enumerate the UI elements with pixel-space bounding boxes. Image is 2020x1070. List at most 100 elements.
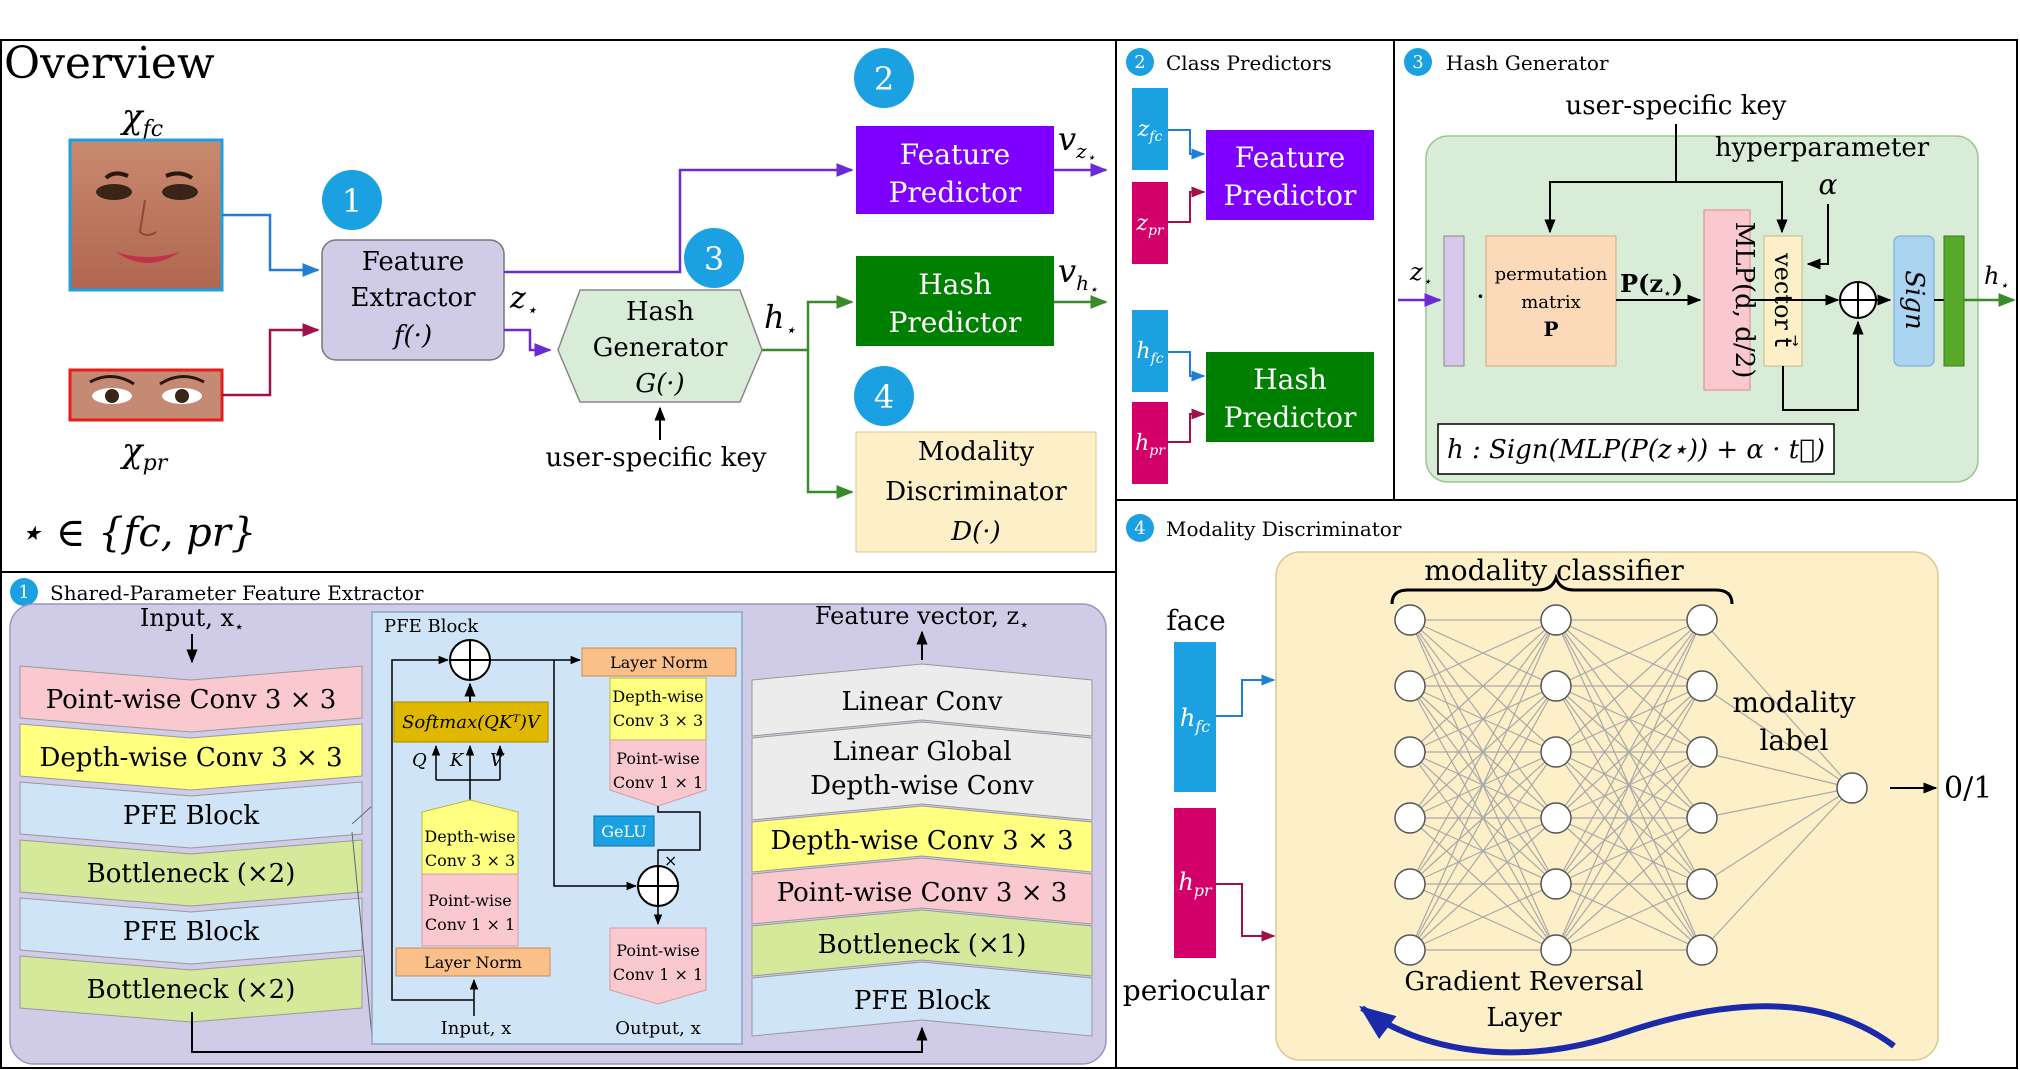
nn-node <box>1540 868 1572 900</box>
badge-1-text: 1 <box>342 182 362 220</box>
pfe-ln-box <box>395 947 551 977</box>
chi-pr-label: χpr <box>120 431 169 476</box>
mlp-box <box>1703 209 1751 391</box>
v-z-label: vz⋆ <box>1058 120 1096 166</box>
badge-3 <box>684 228 744 288</box>
pfe-skip-bottom <box>553 660 638 891</box>
overview-panel: Overview χfc χpr 1 Feature <box>4 38 1108 556</box>
right-block <box>751 663 1093 737</box>
perm-line1: permutation <box>1495 264 1608 285</box>
softmax-box <box>393 701 549 743</box>
pfe-output-x: Output, x <box>615 1018 701 1039</box>
nn-node <box>1394 868 1426 900</box>
right-block <box>751 721 1093 821</box>
gelu-box <box>593 815 655 847</box>
nn-node <box>1394 604 1426 636</box>
fp-line1: Feature <box>900 138 1010 171</box>
z-to-hashgen-arrow <box>504 328 552 357</box>
outer-frame <box>0 39 2018 1069</box>
md-periocular-label: periocular <box>1123 974 1270 1007</box>
hg-badge <box>1404 48 1432 76</box>
md-badge-text: 4 <box>1134 518 1145 539</box>
nn-output-node <box>1836 772 1868 804</box>
left-block-label: PFE Block <box>123 917 259 947</box>
pfe-skip-top <box>391 655 475 1016</box>
md-line1: Modality <box>918 437 1034 467</box>
nn-edge <box>1409 619 1557 885</box>
grl-line1: Gradient Reversal <box>1404 967 1643 997</box>
vector-to-plus-arrow <box>1782 320 1864 411</box>
md-line3: D(·) <box>950 517 1000 547</box>
right-block <box>751 909 1093 977</box>
md-hpr-arrow <box>1216 883 1276 942</box>
ex-input-label: Input, x⋆ <box>140 604 244 636</box>
gelu-path <box>653 806 701 880</box>
nn-edge <box>1555 883 1703 951</box>
nn-edge <box>1555 619 1703 885</box>
hfc-arrow <box>1168 351 1206 382</box>
hash-predictor-box <box>856 256 1054 346</box>
softmax-text: Softmax(QKᵀ)V <box>402 712 542 733</box>
z-fc-bar <box>1132 88 1168 170</box>
gelu-text: GeLU <box>601 822 646 841</box>
right-block <box>751 857 1093 925</box>
nn-edge <box>1409 817 1557 951</box>
q-label: Q <box>412 750 427 771</box>
overview-title: Overview <box>4 38 215 89</box>
nn-edge <box>1701 787 1853 885</box>
nn-edge <box>1409 619 1557 753</box>
h-fc-text: hfc <box>1136 339 1163 367</box>
nn-edge <box>1701 787 1853 819</box>
pfe-pw-r-box <box>609 739 707 807</box>
zoom-line-2 <box>351 831 373 1037</box>
left-stack: Point-wise Conv 3 × 3 Depth-wise Conv 3 ×… <box>19 665 363 1023</box>
key-to-vector-arrow <box>1676 181 1788 234</box>
pfe-dw-line2: Conv 3 × 3 <box>425 851 515 870</box>
pfe-out-line2: Conv 1 × 1 <box>613 965 703 984</box>
formula-box <box>1437 423 1835 475</box>
left-block-label: Depth-wise Conv 3 × 3 <box>39 743 342 773</box>
badge-1 <box>322 170 382 230</box>
nn-node <box>1394 736 1426 768</box>
nn-edge <box>1701 685 1853 789</box>
hash-generator-hex <box>557 289 763 403</box>
nn-edge <box>1555 619 1703 951</box>
right-block-label: Depth-wise Conv <box>810 771 1034 801</box>
times-label: × <box>664 851 677 870</box>
pfe-pw-r-line2: Conv 1 × 1 <box>613 773 703 792</box>
perm-line2: matrix <box>1521 292 1581 313</box>
pfe-dw-box <box>421 799 519 875</box>
md-background <box>1275 551 1939 1061</box>
md-label-line2: label <box>1759 724 1828 757</box>
perm-line3: P <box>1543 317 1558 341</box>
hg-z-in: z⋆ <box>1409 258 1432 290</box>
class-predictors-panel: 2 Class Predictors zfc zpr Feature Predi… <box>1126 48 1374 484</box>
fe-line2: Extractor <box>350 283 476 313</box>
nn-edge <box>1701 619 1853 789</box>
pfe-pw-line1: Point-wise <box>428 891 512 910</box>
z-pr-text: zpr <box>1135 211 1165 239</box>
cp-hp-line2: Predictor <box>1224 401 1357 434</box>
left-block-label: Point-wise Conv 3 × 3 <box>46 685 337 715</box>
face-image <box>68 138 224 292</box>
md-badge <box>1126 514 1154 542</box>
ex-badge-text: 1 <box>18 582 29 603</box>
left-block <box>19 781 363 849</box>
md-title: Modality Discriminator <box>1166 517 1402 541</box>
feature-extractor-box <box>321 239 505 361</box>
v-h-label: vh⋆ <box>1058 252 1098 298</box>
hg-green-panel <box>1425 135 1979 483</box>
md-line2: Discriminator <box>885 477 1067 507</box>
classifier-brace <box>1390 573 1734 605</box>
fe-line3: f(·) <box>392 321 432 351</box>
zpr-arrow <box>1168 186 1206 223</box>
cp-fp-line1: Feature <box>1235 141 1345 174</box>
left-to-right-arrow <box>191 1012 928 1053</box>
h-fc-bar <box>1132 310 1168 392</box>
neural-network <box>1394 604 1868 966</box>
cp-badge <box>1126 48 1154 76</box>
alpha-arrow <box>1806 204 1829 270</box>
star-set-label: ⋆ ∈ {fc, pr} <box>18 510 256 556</box>
left-block-label: PFE Block <box>123 801 259 831</box>
modality-discriminator-box <box>855 431 1097 553</box>
